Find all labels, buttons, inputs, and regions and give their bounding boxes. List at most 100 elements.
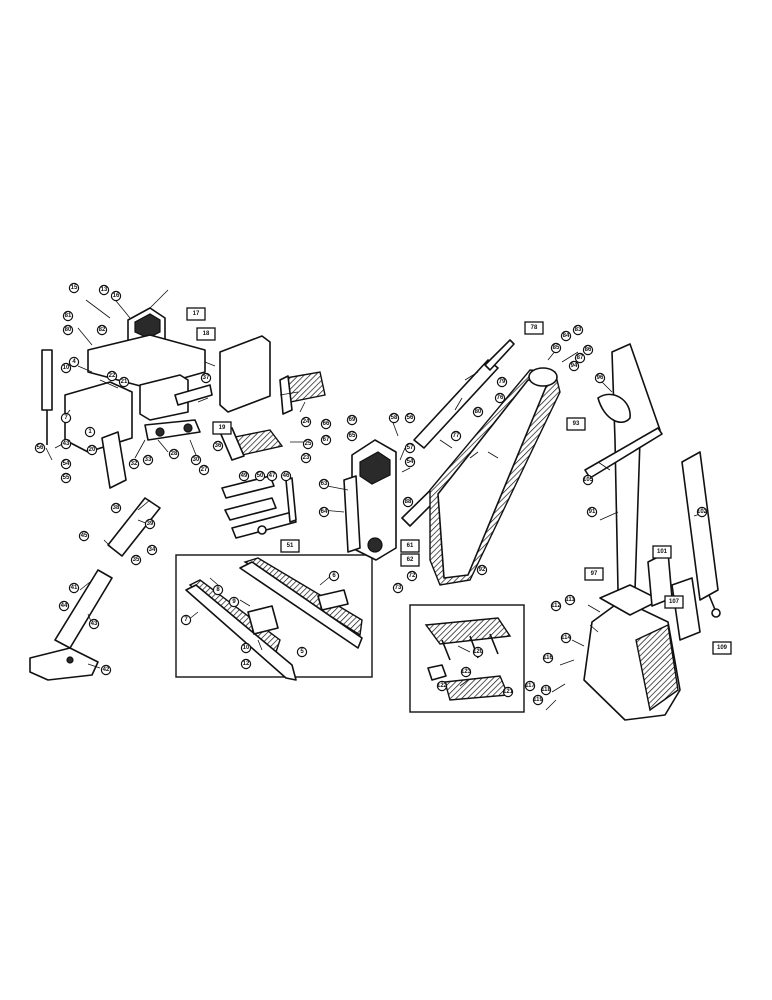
svg-text:17: 17 — [193, 311, 200, 317]
svg-text:45: 45 — [81, 533, 88, 539]
callout-label: 6 — [328, 570, 340, 582]
svg-text:34: 34 — [149, 547, 156, 553]
svg-text:73: 73 — [395, 585, 402, 591]
callout-label: 84 — [560, 330, 572, 342]
box-reference: 101 — [652, 545, 672, 559]
svg-text:56: 56 — [37, 445, 44, 451]
callout-label: 9 — [228, 596, 240, 608]
callout-label: 35 — [130, 554, 142, 566]
callout-label: 24 — [300, 416, 312, 428]
callout-label: 25 — [302, 438, 314, 450]
svg-text:25: 25 — [305, 441, 312, 447]
callout-label: 33 — [142, 454, 154, 466]
callout-label: 65 — [346, 430, 358, 442]
callout-label: 27 — [198, 464, 210, 476]
svg-text:85: 85 — [553, 345, 560, 351]
callout-label: 39 — [144, 518, 156, 530]
svg-text:43: 43 — [63, 441, 70, 447]
callout-label: 67 — [320, 434, 332, 446]
svg-text:92: 92 — [479, 567, 486, 573]
callout-label: 79 — [496, 376, 508, 388]
dipper-stick-group — [584, 343, 663, 591]
svg-text:107: 107 — [669, 599, 680, 605]
callout-label: 80 — [472, 406, 484, 418]
callout-label: 80 — [62, 324, 74, 336]
svg-text:82: 82 — [99, 327, 106, 333]
svg-text:44: 44 — [61, 603, 68, 609]
box-reference: 19 — [212, 421, 232, 435]
svg-text:56: 56 — [407, 415, 414, 421]
callout-label: 49 — [238, 470, 250, 482]
callout-label: 81 — [62, 310, 74, 322]
svg-text:87: 87 — [577, 355, 584, 361]
box-reference: 97 — [584, 567, 604, 581]
callout-label: 58 — [388, 412, 400, 424]
svg-text:80: 80 — [65, 327, 72, 333]
svg-text:81: 81 — [65, 313, 72, 319]
svg-text:58: 58 — [391, 415, 398, 421]
callout-label: 38 — [110, 502, 122, 514]
svg-text:35: 35 — [133, 557, 140, 563]
callout-label: 22 — [106, 370, 118, 382]
callout-label: 64 — [318, 506, 330, 518]
svg-text:39: 39 — [147, 521, 154, 527]
svg-text:66: 66 — [323, 421, 330, 427]
callout-label: 7 — [60, 412, 72, 424]
svg-text:36: 36 — [215, 443, 222, 449]
svg-text:6: 6 — [332, 573, 336, 579]
callout-label: 21 — [118, 376, 130, 388]
svg-text:112: 112 — [551, 603, 561, 609]
callout-label: 47 — [266, 470, 278, 482]
callout-label: 56 — [404, 412, 416, 424]
svg-text:54: 54 — [407, 459, 414, 465]
callout-label: 28 — [168, 448, 180, 460]
svg-text:91: 91 — [589, 509, 596, 515]
callout-label: 8 — [212, 584, 224, 596]
callout-label: 73 — [392, 582, 404, 594]
svg-text:61: 61 — [407, 543, 414, 549]
svg-text:118: 118 — [541, 687, 551, 693]
callout-label: 12 — [240, 658, 252, 670]
svg-text:21: 21 — [121, 379, 128, 385]
callout-label: 69 — [346, 414, 358, 426]
svg-text:72: 72 — [409, 573, 416, 579]
svg-text:22: 22 — [109, 373, 116, 379]
callout-label: 77 — [450, 430, 462, 442]
callout-label: 88 — [402, 496, 414, 508]
svg-text:15: 15 — [71, 285, 78, 291]
svg-text:9: 9 — [232, 599, 236, 605]
callout-label: 117 — [524, 680, 535, 692]
svg-text:10: 10 — [63, 365, 70, 371]
box-reference: 109 — [712, 641, 732, 655]
svg-text:41: 41 — [71, 585, 78, 591]
callout-label: 118 — [540, 684, 551, 696]
svg-text:54: 54 — [63, 461, 70, 467]
svg-text:27: 27 — [201, 467, 208, 473]
box-reference: 93 — [566, 417, 586, 431]
callout-label: 43 — [60, 438, 72, 450]
svg-text:101: 101 — [657, 549, 668, 555]
callout-label: 66 — [320, 418, 332, 430]
svg-text:7: 7 — [64, 415, 68, 421]
callout-label: 20 — [86, 444, 98, 456]
callout-label: 30 — [190, 454, 202, 466]
callout-label: 16 — [110, 290, 122, 302]
callout-label: 13 — [98, 284, 110, 296]
callout-label: 23 — [300, 452, 312, 464]
svg-text:83: 83 — [575, 327, 582, 333]
callout-label: 94 — [568, 360, 580, 372]
callout-label: 32 — [128, 458, 140, 470]
svg-text:109: 109 — [717, 645, 728, 651]
box-reference: 18 — [196, 327, 216, 341]
box-reference: 78 — [524, 321, 544, 335]
callout-label: 5 — [296, 646, 308, 658]
callout-label: 92 — [476, 564, 488, 576]
svg-text:114: 114 — [561, 635, 571, 641]
svg-text:80: 80 — [475, 409, 482, 415]
callout-label: 10 — [60, 362, 72, 374]
svg-text:23: 23 — [303, 455, 310, 461]
svg-text:105: 105 — [583, 477, 594, 483]
stabilizer-inset — [175, 554, 373, 681]
callout-label: 43 — [88, 618, 100, 630]
svg-text:84: 84 — [563, 333, 570, 339]
